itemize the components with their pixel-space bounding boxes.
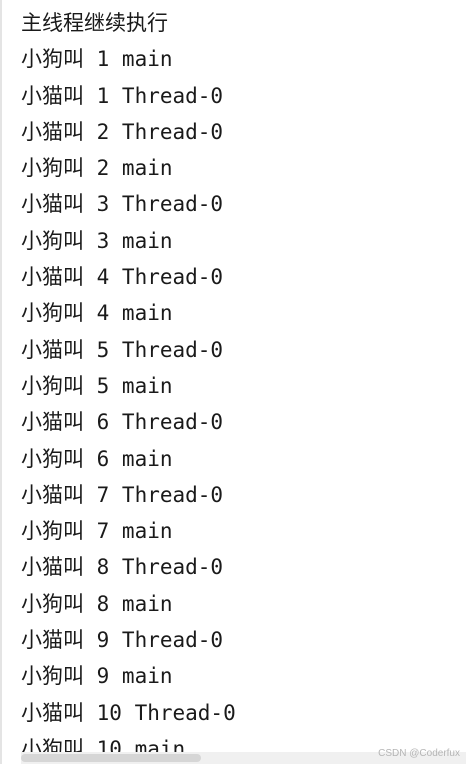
console-line: 小猫叫 5 Thread-0 <box>21 337 224 362</box>
console-line: 小狗叫 2 main <box>21 156 173 181</box>
console-line: 小猫叫 8 Thread-0 <box>21 555 224 580</box>
console-lines: 主线程继续执行小狗叫 1 main 小猫叫 1 Thread-0 小猫叫 2 Thr… <box>21 5 236 767</box>
console-line: 小猫叫 3 Thread-0 <box>21 192 224 217</box>
console-line: 小狗叫 1 main <box>21 47 173 72</box>
console-line: 小猫叫 6 Thread-0 <box>21 410 224 435</box>
console-line: 小狗叫 3 main <box>21 228 173 253</box>
console-line: 小狗叫 6 main <box>21 446 173 471</box>
console-line: 小狗叫 7 main <box>21 519 173 544</box>
scrollbar-thumb[interactable] <box>21 754 201 762</box>
console-line: 小狗叫 4 main <box>21 301 173 326</box>
console-line: 小猫叫 7 Thread-0 <box>21 482 224 507</box>
console-line: 小狗叫 9 main <box>21 664 173 689</box>
console-line: 小猫叫 2 Thread-0 <box>21 119 224 144</box>
watermark-text: CSDN @Coderfux <box>378 748 460 759</box>
console-line: 小猫叫 9 Thread-0 <box>21 628 224 653</box>
console-line-header: 主线程继续执行 <box>21 11 168 35</box>
console-line: 小狗叫 8 main <box>21 591 173 616</box>
console-line: 小猫叫 1 Thread-0 <box>21 83 224 108</box>
console-line: 小猫叫 4 Thread-0 <box>21 265 224 290</box>
horizontal-scrollbar[interactable] <box>21 752 466 764</box>
console-line: 小猫叫 10 Thread-0 <box>21 700 236 725</box>
console-line: 小狗叫 5 main <box>21 373 173 398</box>
